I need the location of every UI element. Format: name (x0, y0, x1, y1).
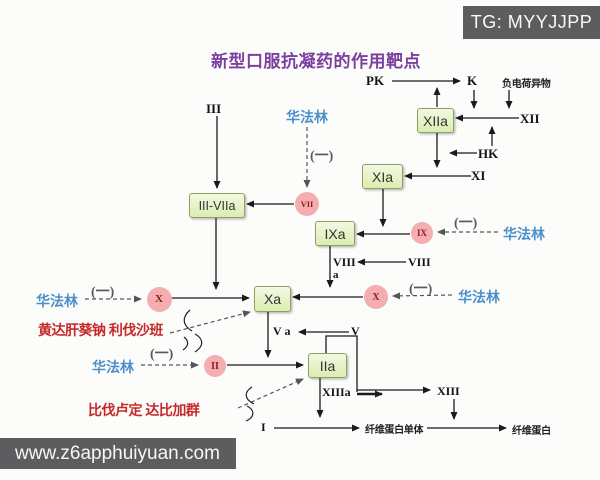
factor-circle-x-right: X (364, 285, 388, 309)
factor-box-iia: IIa (308, 353, 347, 378)
blockade-marks (182, 309, 255, 422)
label-fibrin-monomer: 纤维蛋白单体 (365, 425, 424, 436)
factor-box-xia: XIa (362, 164, 403, 189)
drug-label-bivalirudin-dabigatran: 比伐卢定 达比加群 (88, 402, 200, 418)
label-xiiia: XIIIa (322, 385, 351, 399)
diagram-title: 新型口服抗凝药的作用靶点 (211, 52, 421, 71)
warfarin-label-5: 华法林 (458, 289, 500, 305)
label-i: I (261, 420, 266, 434)
inhibition-sign-3: (一) (150, 347, 174, 362)
drug-label-fondaparinux-rivaroxaban: 黄达肝葵钠 利伐沙班 (38, 322, 163, 338)
factor-circle-x-left: X (146, 286, 172, 312)
label-v: V (351, 324, 360, 338)
inhibition-dashed-arrows (85, 127, 498, 409)
factor-circle-ix: IX (411, 222, 433, 244)
inhibition-sign-5: (一) (409, 282, 433, 297)
factor-box-iii-viia: III-VIIa (189, 193, 245, 218)
inhibition-sign-4: (一) (454, 216, 478, 231)
label-charged-matter: 负电荷异物 (502, 79, 551, 90)
factor-box-ixa: IXa (315, 221, 355, 246)
factor-box-xiia: XIIa (417, 108, 454, 133)
solid-arrows (172, 77, 519, 432)
label-viiia-line2: a (333, 269, 339, 281)
label-xiii: XIII (437, 384, 460, 398)
label-iii: III (206, 101, 222, 116)
label-xi: XI (471, 168, 486, 183)
label-viii: VIII (408, 255, 431, 269)
label-viiia-line1: VIII (333, 255, 356, 269)
warfarin-label-4: 华法林 (503, 226, 545, 242)
factor-circle-ii: II (204, 355, 226, 377)
tg-badge: TG: MYYJJPP (463, 6, 600, 39)
warfarin-label-2: 华法林 (36, 293, 78, 309)
warfarin-label-1: 华法林 (286, 109, 328, 125)
label-hk: HK (478, 146, 499, 161)
watermark: www.z6apphuiyuan.com (0, 438, 236, 469)
label-fibrin: 纤维蛋白 (512, 426, 551, 437)
factor-circle-vii: VII (295, 192, 319, 216)
warfarin-label-3: 华法林 (92, 359, 134, 375)
factor-box-xa: Xa (254, 286, 291, 312)
inhibition-sign-2: (一) (91, 285, 115, 300)
label-xii: XII (520, 111, 540, 126)
label-pk: PK (366, 73, 385, 88)
inhibition-sign-1: (一) (310, 149, 334, 164)
label-k: K (467, 73, 478, 88)
label-va: V a (273, 324, 291, 338)
